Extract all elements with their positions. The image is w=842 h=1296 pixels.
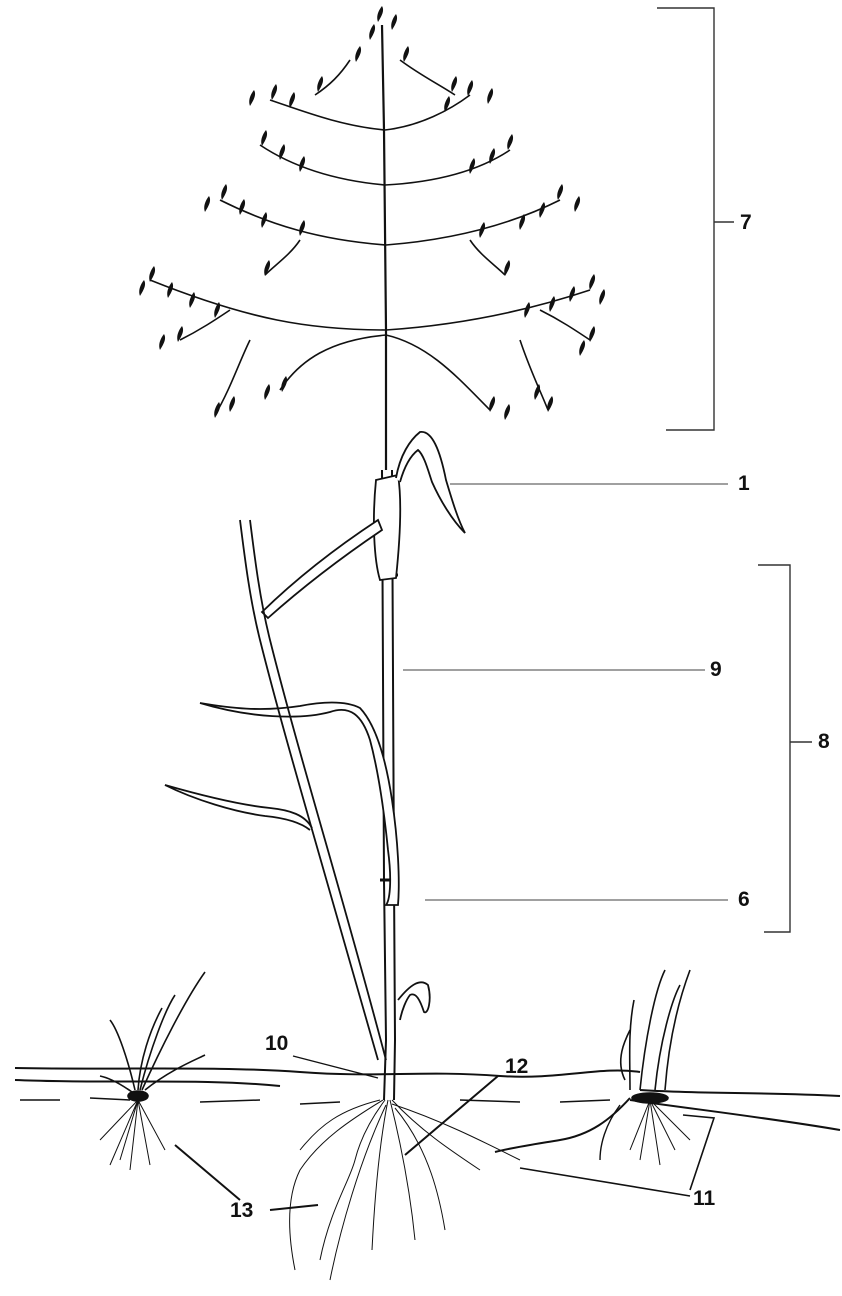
flag-leaf xyxy=(374,432,465,580)
cropped-caption-fragment xyxy=(0,0,140,6)
label-11: 11 xyxy=(693,1188,715,1209)
left-clump xyxy=(100,972,205,1170)
label-6: 6 xyxy=(738,889,750,910)
main-roots xyxy=(290,1100,520,1280)
label-13: 13 xyxy=(230,1200,253,1221)
label-1: 1 xyxy=(738,473,750,494)
label-9: 9 xyxy=(710,659,722,680)
spikelets xyxy=(139,6,605,420)
label-10: 10 xyxy=(265,1033,288,1054)
panicle xyxy=(150,25,590,470)
label-12: 12 xyxy=(505,1056,528,1077)
label-8: 8 xyxy=(818,731,830,752)
label-7: 7 xyxy=(740,212,752,233)
